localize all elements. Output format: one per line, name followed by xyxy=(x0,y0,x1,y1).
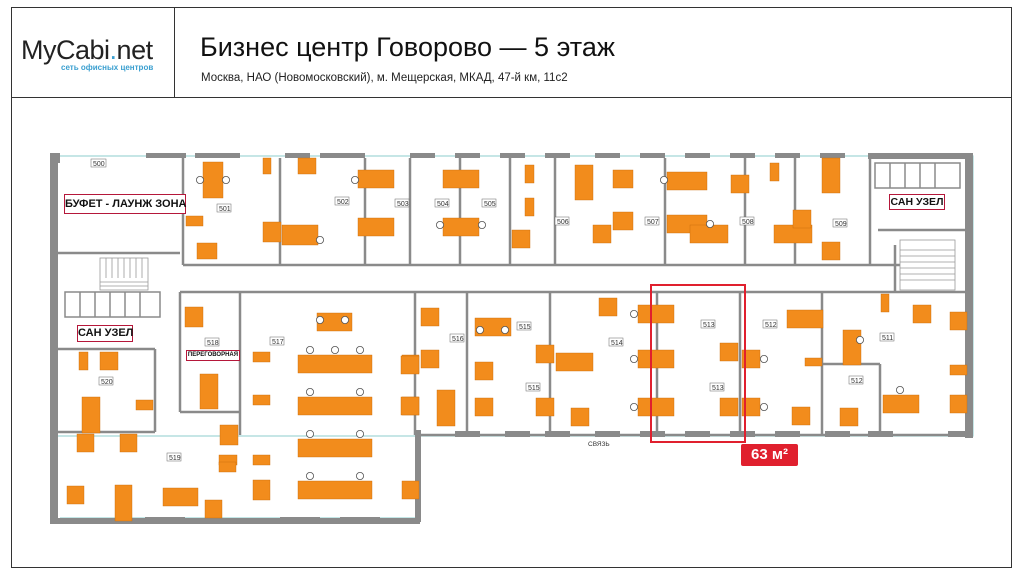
svg-text:517: 517 xyxy=(272,339,284,346)
logo[interactable]: MyCabi.net сеть офисных центров xyxy=(12,8,175,97)
address: Москва, НАО (Новомосковский), м. Мещерск… xyxy=(201,72,568,84)
svg-text:503: 503 xyxy=(397,201,409,208)
svg-text:505: 505 xyxy=(484,201,496,208)
svyaz-label: СВЯЗЬ xyxy=(588,441,610,448)
interior-walls xyxy=(58,158,965,437)
svg-text:502: 502 xyxy=(337,199,349,206)
stairs-left xyxy=(99,257,149,291)
svg-text:506: 506 xyxy=(557,219,569,226)
svg-text:519: 519 xyxy=(169,455,181,462)
svg-text:512: 512 xyxy=(851,378,863,385)
logo-tagline: сеть офисных центров xyxy=(61,63,154,72)
svg-text:512: 512 xyxy=(765,322,777,329)
stairs-right xyxy=(899,239,956,291)
label-wc-left: САН УЗЕЛ xyxy=(77,325,133,342)
label-meeting-room: ПЕРЕГОВОРНАЯ xyxy=(186,350,240,361)
svg-text:515: 515 xyxy=(528,385,540,392)
room-numbers: 500 501 502 503 504 505 506 507 508 509 … xyxy=(90,158,895,462)
svg-text:516: 516 xyxy=(452,336,464,343)
desks xyxy=(66,157,968,522)
svg-text:507: 507 xyxy=(647,219,659,226)
area-badge: 63 м² xyxy=(741,444,798,466)
svg-text:518: 518 xyxy=(207,340,219,347)
logo-wordmark: MyCabi.net xyxy=(21,35,153,65)
svg-text:513: 513 xyxy=(712,385,724,392)
svg-text:509: 509 xyxy=(835,221,847,228)
svg-text:500: 500 xyxy=(93,161,105,168)
label-wc-right: САН УЗЕЛ xyxy=(889,194,945,210)
svg-text:513: 513 xyxy=(703,322,715,329)
floor-plan-frame xyxy=(11,98,1012,568)
windows xyxy=(52,155,974,519)
svg-text:515: 515 xyxy=(519,324,531,331)
header: MyCabi.net сеть офисных центров Бизнес ц… xyxy=(11,7,1012,98)
svg-text:514: 514 xyxy=(611,340,623,347)
svg-text:501: 501 xyxy=(219,206,231,213)
svg-text:520: 520 xyxy=(101,379,113,386)
svg-text:508: 508 xyxy=(742,219,754,226)
svg-text:511: 511 xyxy=(882,335,893,342)
highlighted-office-513[interactable] xyxy=(650,284,746,443)
label-buffet-lounge: БУФЕТ - ЛАУНЖ ЗОНА xyxy=(64,194,187,214)
outer-walls xyxy=(50,153,973,524)
page-title: Бизнес центр Говорово — 5 этаж xyxy=(200,32,615,62)
toilet-cubicles xyxy=(64,162,961,318)
svg-text:504: 504 xyxy=(437,201,449,208)
